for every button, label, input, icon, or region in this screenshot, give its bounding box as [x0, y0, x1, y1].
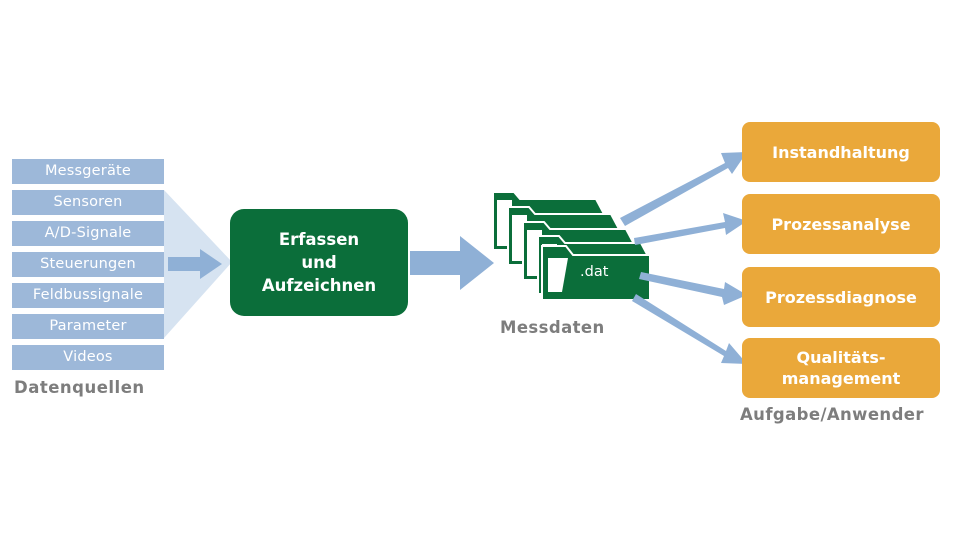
- tasks-caption: Aufgabe/Anwender: [740, 405, 924, 424]
- process-line-3: Aufzeichnen: [261, 276, 377, 295]
- arrow-to-task-4: [632, 294, 747, 364]
- file-extension-label: .dat: [580, 264, 609, 280]
- folder-icon-front: [541, 245, 651, 301]
- source-item-steuerungen: Steuerungen: [12, 252, 164, 277]
- arrow-to-task-3: [639, 272, 747, 305]
- source-item-feldbussignale: Feldbussignale: [12, 283, 164, 308]
- source-item-sensoren: Sensoren: [12, 190, 164, 215]
- process-line-1: Erfassen: [278, 230, 360, 249]
- task-label: Instandhaltung: [772, 142, 910, 162]
- task-label-line-1: Qualitäts-: [796, 348, 886, 367]
- sources-caption: Datenquellen: [14, 378, 145, 397]
- source-item-parameter: Parameter: [12, 314, 164, 339]
- source-item-messgeraete: Messgeräte: [12, 159, 164, 184]
- source-item-ad-signale: A/D-Signale: [12, 221, 164, 246]
- task-label: Prozessanalyse: [771, 214, 911, 234]
- task-box-qualitaetsmanagement: Qualitäts- management: [742, 338, 940, 398]
- process-line-2: und: [301, 253, 337, 272]
- arrow-process-to-data: [410, 236, 494, 290]
- task-arrows: [620, 152, 747, 364]
- data-folders: [492, 191, 651, 301]
- task-label-line-2: management: [781, 369, 901, 388]
- task-box-instandhaltung: Instandhaltung: [742, 122, 940, 182]
- arrow-to-task-2: [634, 213, 747, 245]
- data-caption: Messdaten: [500, 318, 605, 337]
- task-label: Prozessdiagnose: [765, 287, 917, 307]
- arrow-sources-to-process: [168, 249, 222, 279]
- task-box-prozessdiagnose: Prozessdiagnose: [742, 267, 940, 327]
- task-box-prozessanalyse: Prozessanalyse: [742, 194, 940, 254]
- arrow-to-task-1: [620, 152, 747, 226]
- source-item-videos: Videos: [12, 345, 164, 370]
- process-box: Erfassen und Aufzeichnen: [230, 209, 408, 316]
